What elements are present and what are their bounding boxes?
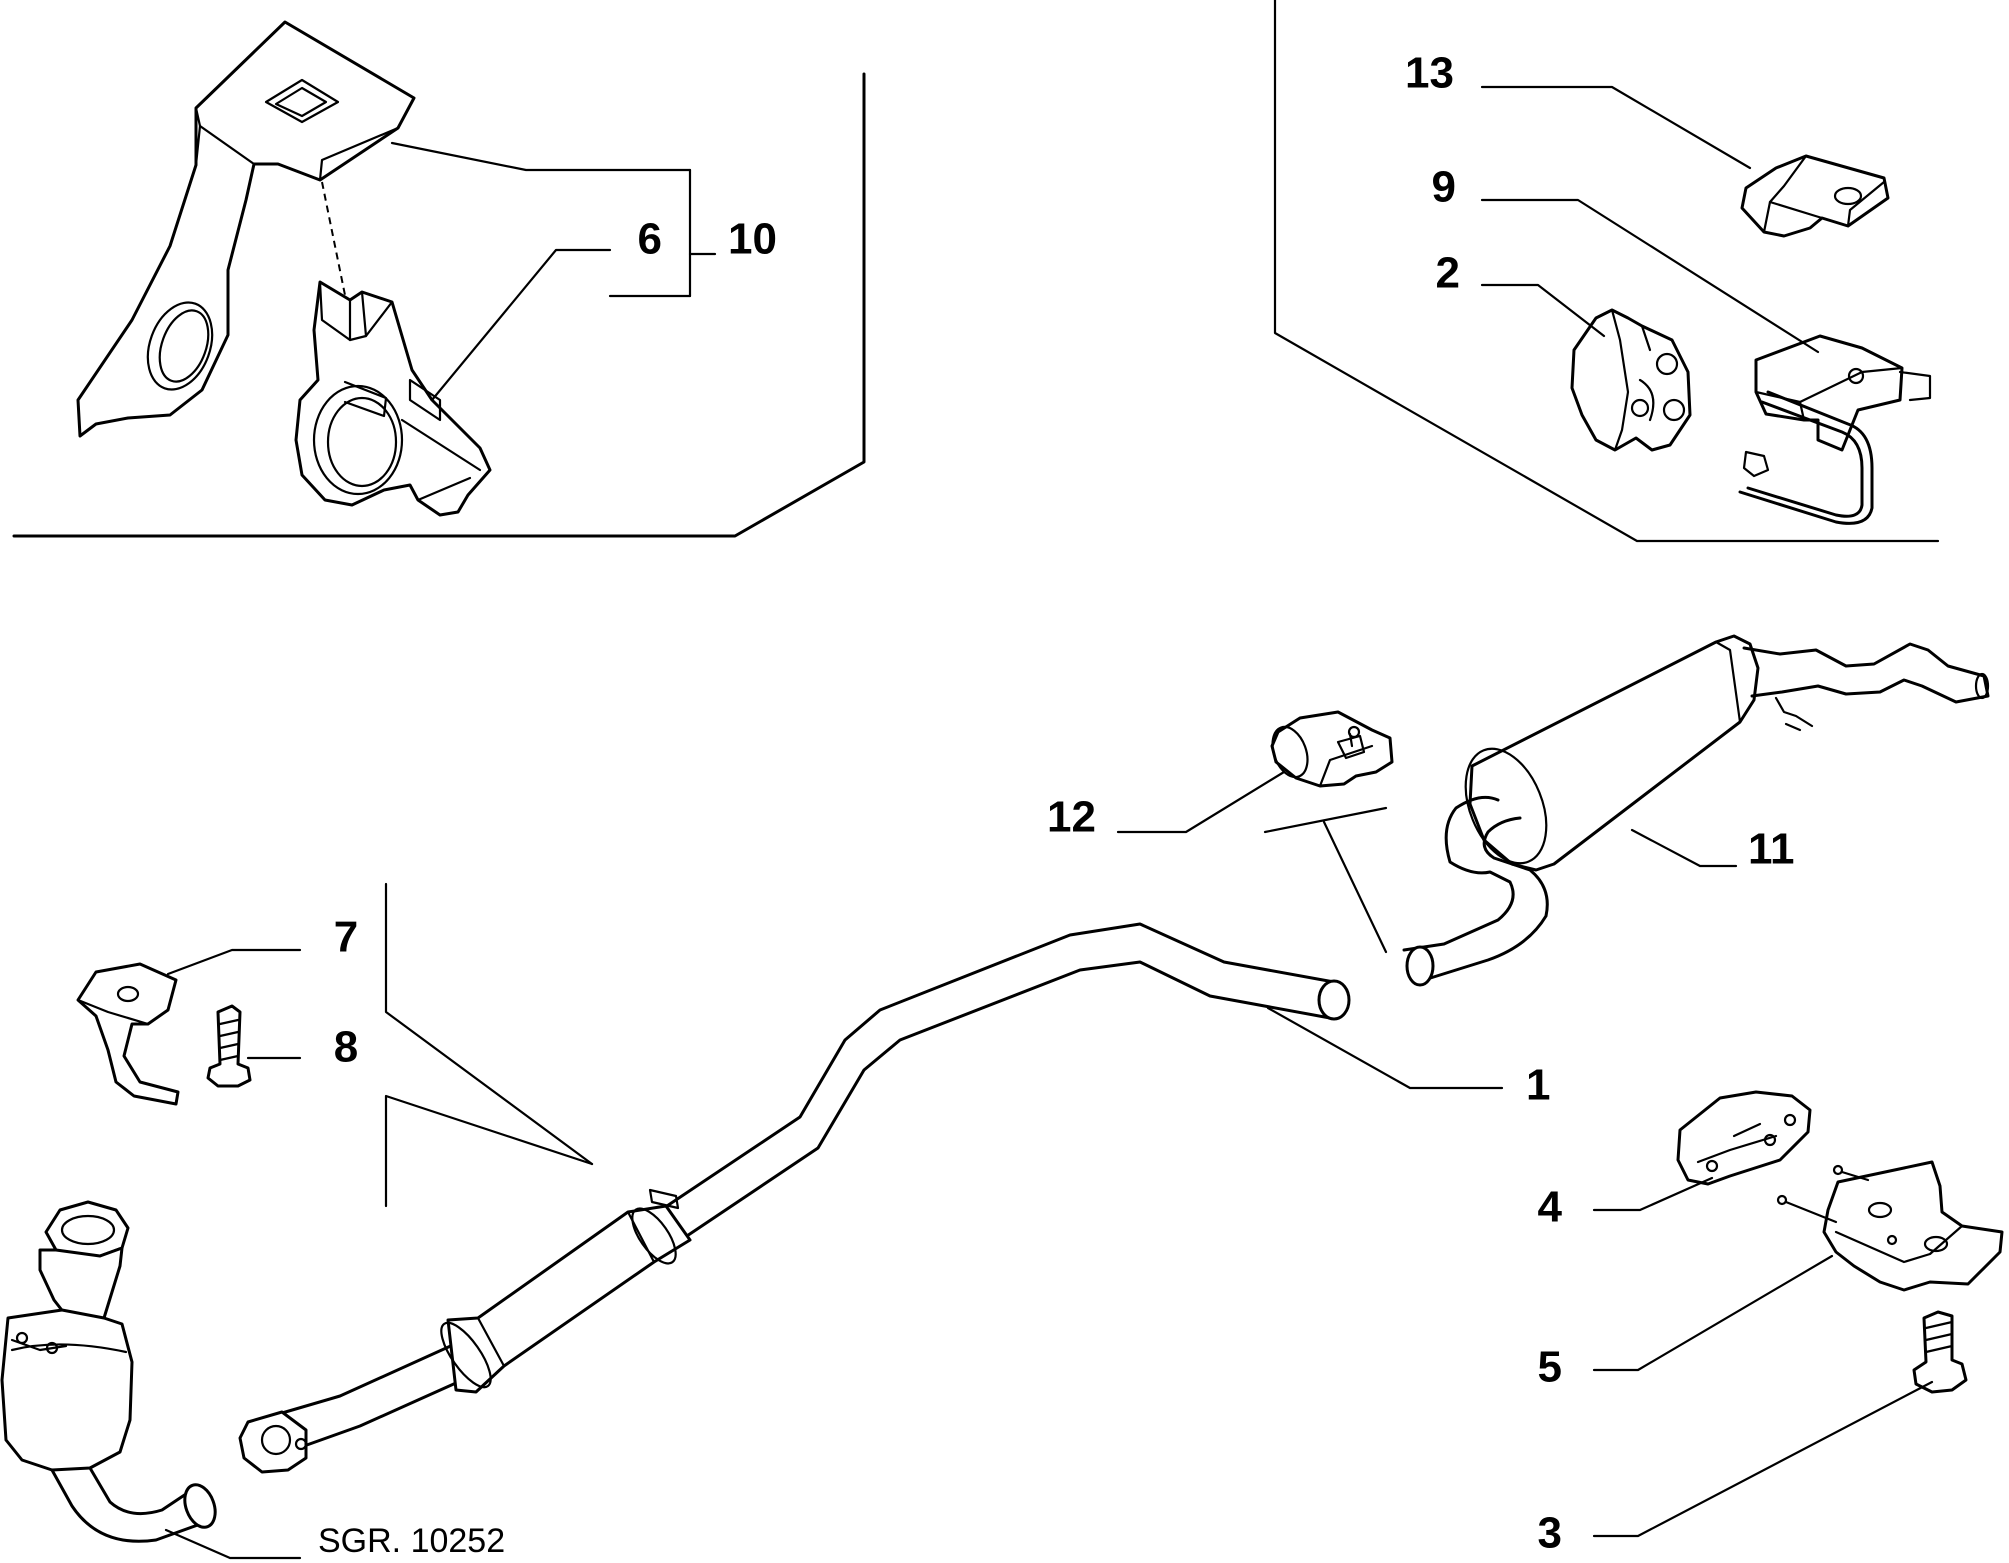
leader-11 [1630, 828, 1738, 868]
callout-13: 13 [1405, 49, 1454, 98]
section-indicator-lower [384, 1094, 594, 1208]
leader-12 [1116, 770, 1286, 834]
exhaust-pipe-part [238, 922, 1351, 1474]
leader-7 [166, 948, 302, 976]
callout-1: 1 [1526, 1061, 1550, 1110]
joint-indicator-mid [1322, 820, 1388, 954]
hanger-bracket-part [76, 20, 416, 438]
assembly-guide-line [321, 181, 347, 301]
bolt-8-part [206, 1004, 252, 1088]
callout-8: 8 [334, 1023, 358, 1072]
leader-6 [430, 248, 612, 402]
pipe-clamp-part [1270, 710, 1394, 788]
callout-6: 6 [638, 215, 662, 264]
leader-4 [1592, 1176, 1714, 1212]
leader-1 [1266, 1006, 1504, 1090]
inset-frame-left [12, 72, 866, 538]
rear-muffler-part [1402, 634, 1990, 987]
bolt-3-part [1912, 1310, 1968, 1394]
callout-11: 11 [1748, 825, 1795, 874]
leader-5 [1592, 1254, 1834, 1372]
callout-12: 12 [1047, 793, 1096, 842]
leader-3 [1592, 1380, 1934, 1538]
inset-frame-right [1273, 0, 1940, 543]
small-bracket-part [76, 962, 180, 1106]
mount-plate-part [1776, 1160, 2004, 1292]
leader-2 [1480, 283, 1606, 338]
rubber-mount-part [1570, 308, 1692, 452]
callout-9: 9 [1432, 163, 1456, 212]
hanger-part [1738, 334, 1932, 525]
leader-9 [1480, 198, 1820, 354]
callout-2: 2 [1436, 249, 1460, 298]
leader-10-upper [390, 141, 692, 172]
leader-reference [164, 1528, 302, 1560]
section-indicator-upper [384, 882, 594, 1166]
callout-4: 4 [1538, 1183, 1563, 1232]
callout-3: 3 [1538, 1509, 1562, 1558]
rubber-pad-part [1676, 1090, 1812, 1186]
callout-5: 5 [1538, 1343, 1562, 1392]
callout-7: 7 [334, 913, 358, 962]
joint-indicator-left [1263, 806, 1388, 834]
pipe-clip-part [1740, 154, 1890, 238]
leader-13 [1480, 85, 1752, 170]
callout-10: 10 [728, 215, 777, 264]
reference-code: SGR. 10252 [318, 1522, 505, 1560]
rubber-clamp-part [294, 280, 492, 517]
catalytic-converter-part [0, 1200, 217, 1543]
